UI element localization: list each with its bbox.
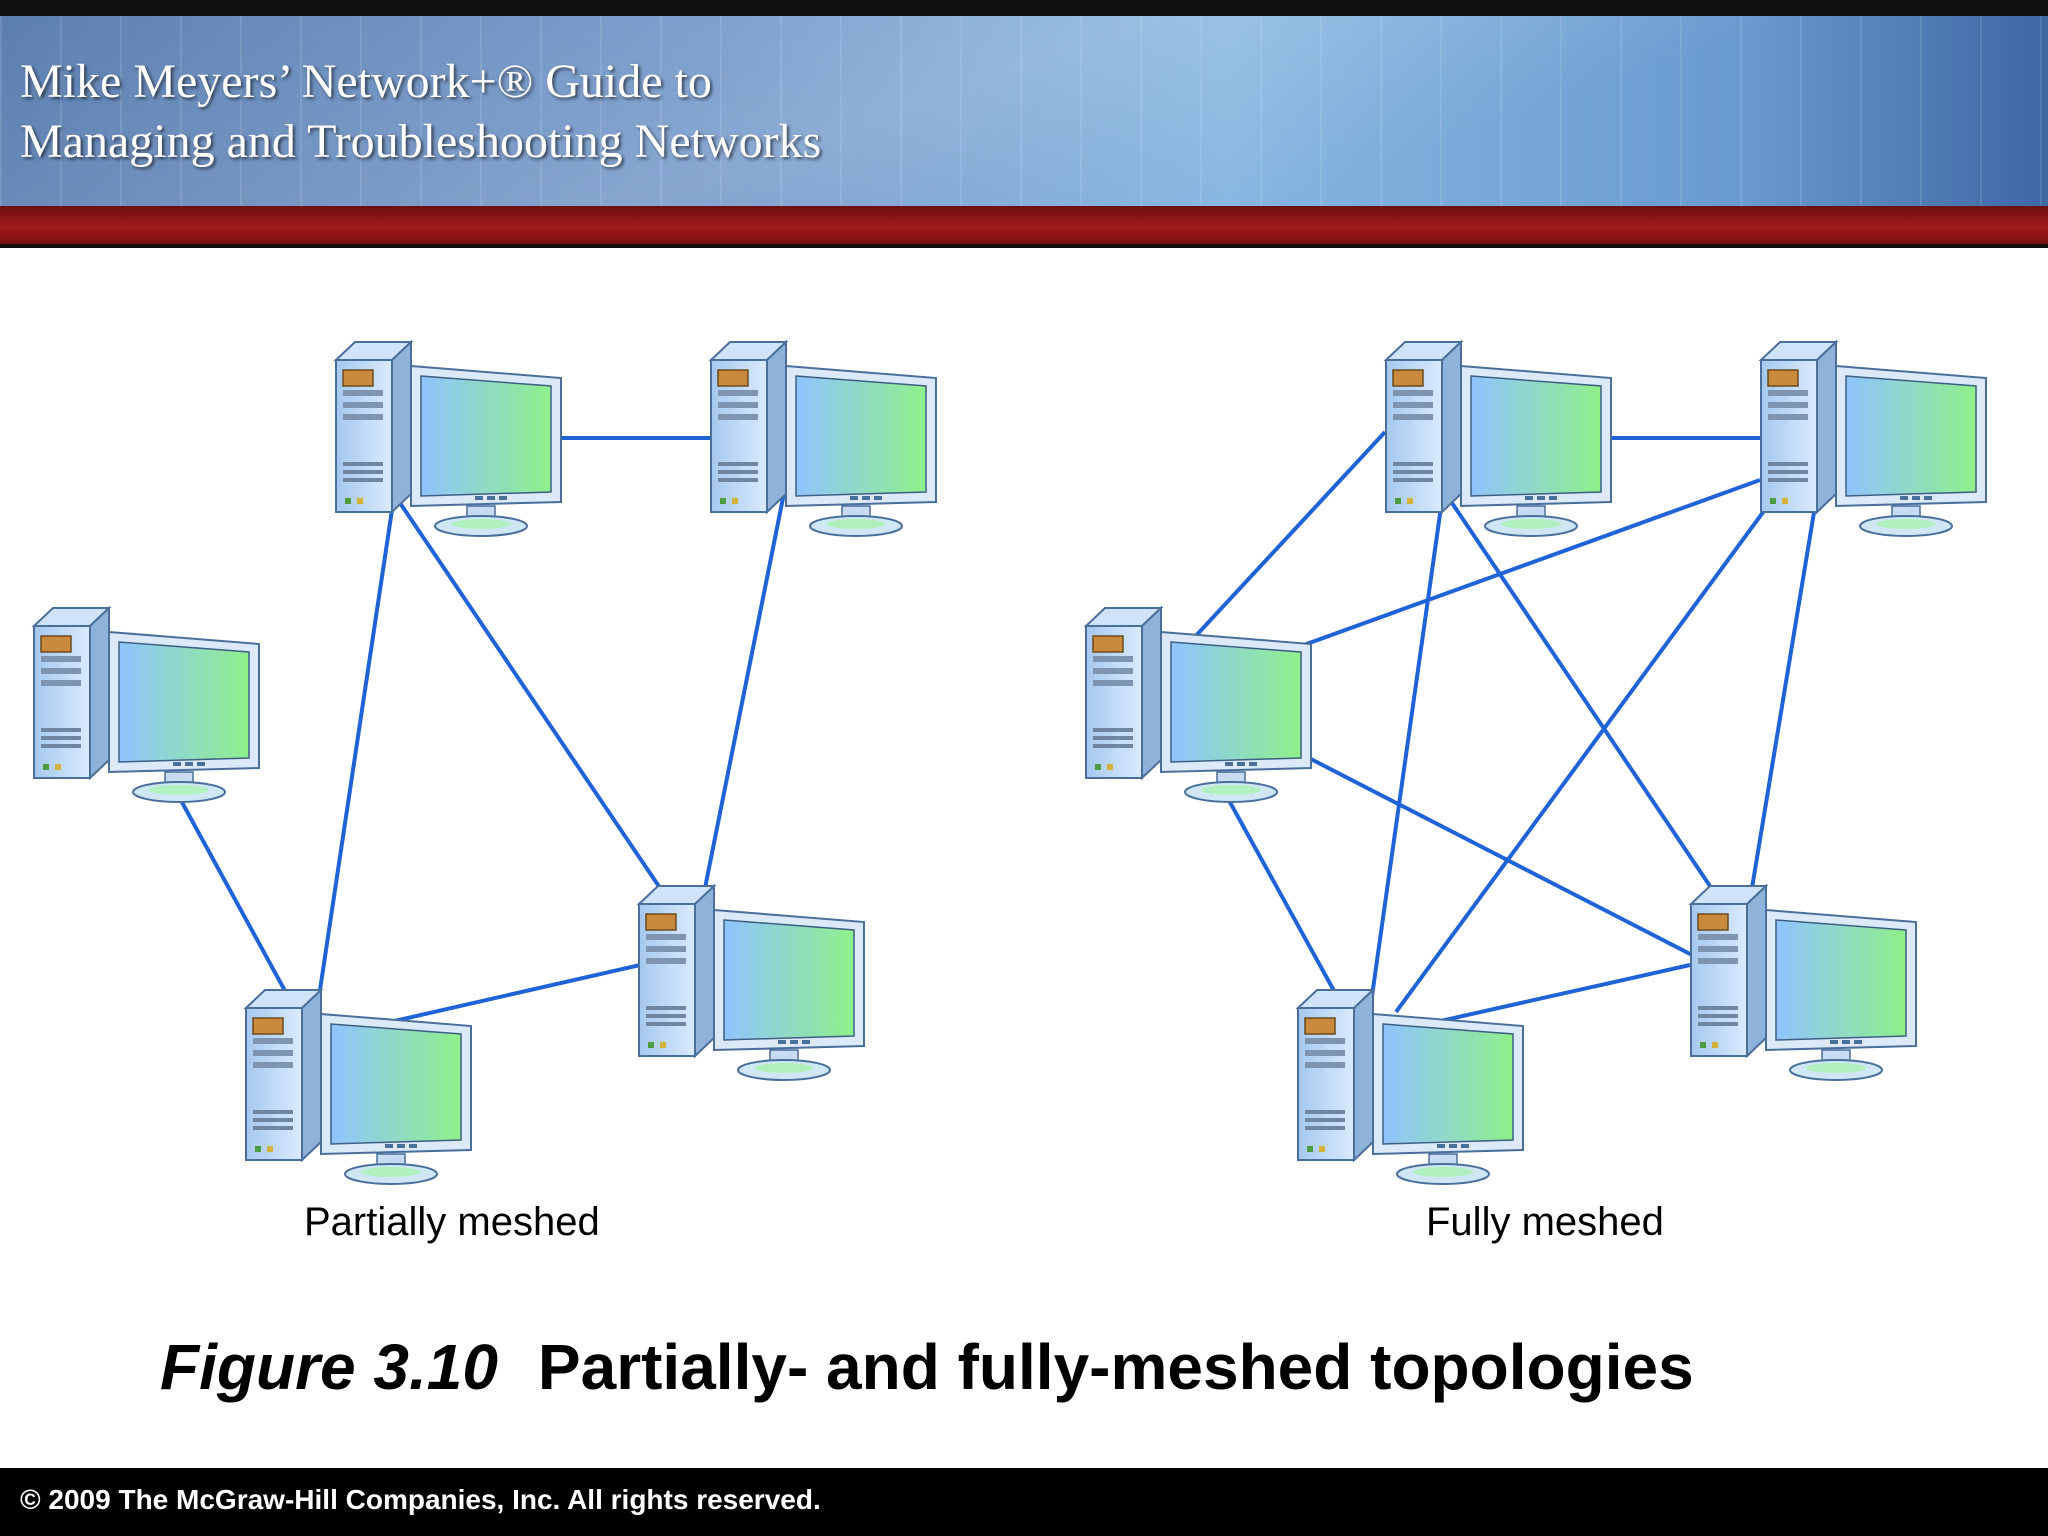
link-pb-pd	[703, 487, 787, 889]
full-links	[1190, 430, 1820, 1024]
partial-links	[176, 436, 787, 1024]
link-pe-pd	[389, 963, 641, 1024]
slide-footer: © 2009 The McGraw-Hill Companies, Inc. A…	[0, 1468, 2048, 1536]
computer-icon	[335, 341, 562, 537]
figure-caption: Figure 3.10 Partially- and fully-meshed t…	[160, 1330, 1694, 1404]
computer-icon	[1085, 607, 1312, 803]
computer-icon	[638, 885, 865, 1081]
link-fa-fc	[1190, 430, 1387, 642]
link-fa-fe	[1370, 499, 1444, 997]
computer-icon	[1690, 885, 1917, 1081]
partial-mesh-label: Partially meshed	[304, 1200, 600, 1244]
link-fe-fd	[1435, 963, 1691, 1024]
computer-icon	[33, 607, 260, 803]
link-fb-fe	[1394, 498, 1774, 1014]
link-fc-fd	[1304, 754, 1693, 957]
computer-icon	[710, 341, 937, 537]
title-line-2: Managing and Troubleshooting Networks	[20, 115, 822, 168]
figure-number: Figure 3.10	[160, 1331, 498, 1403]
header-red-stripe	[0, 206, 2048, 244]
computer-icon	[1297, 989, 1524, 1185]
slide-header: Mike Meyers’ Network+® Guide to Managing…	[0, 0, 2048, 248]
link-pa-pe	[318, 509, 394, 991]
link-fa-fd	[1448, 498, 1716, 894]
link-pc-pe	[176, 794, 292, 1001]
link-fc-fe	[1224, 794, 1340, 999]
figure-title: Partially- and fully-meshed topologies	[537, 1331, 1694, 1403]
full-mesh-label: Fully meshed	[1426, 1200, 1664, 1244]
title-line-1: Mike Meyers’ Network+® Guide to	[20, 55, 712, 108]
computer-icon	[245, 989, 472, 1185]
copyright-text: © 2009 The McGraw-Hill Companies, Inc. A…	[20, 1484, 821, 1515]
topology-diagrams	[33, 341, 1987, 1185]
link-pa-pd	[396, 498, 662, 890]
computer-icon	[1385, 341, 1612, 537]
link-fb-fd	[1750, 487, 1820, 889]
computer-icon	[1760, 341, 1987, 537]
header-banner	[0, 16, 2048, 206]
slide-title: Mike Meyers’ Network+® Guide to Managing…	[20, 52, 821, 172]
link-fb-fc	[1289, 478, 1761, 652]
